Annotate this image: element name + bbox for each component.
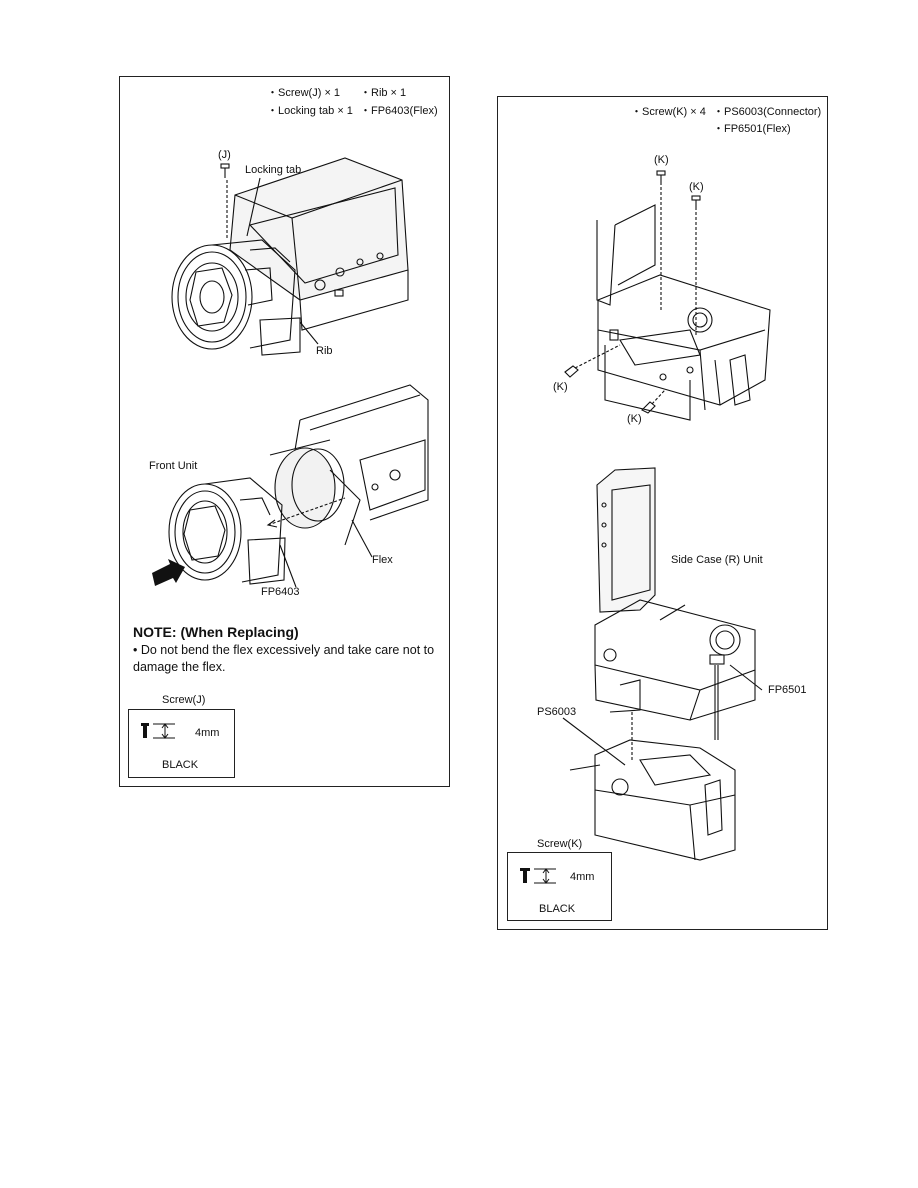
screw-j-spec-title: Screw(J)	[162, 694, 206, 706]
callout-side-case-r-unit: Side Case (R) Unit	[671, 554, 763, 566]
callout-screw-k-4: (K)	[627, 413, 642, 425]
part-locking-tab-count: ・Locking tab × 1	[267, 105, 353, 117]
note-text: • Do not bend the flex excessively and t…	[133, 643, 435, 674]
screw-j-icon	[141, 723, 175, 739]
callout-screw-k-1: (K)	[654, 154, 669, 166]
part-screw-j-count: ・Screw(J) × 1	[267, 87, 341, 99]
screw-k-color: BLACK	[539, 903, 576, 915]
right-instruction-panel	[497, 96, 828, 930]
callout-locking-tab: Locking tab	[245, 164, 302, 176]
screw-k-length: 4mm	[570, 871, 595, 883]
callout-flex: Flex	[372, 554, 393, 566]
callout-fp6403: FP6403	[261, 586, 300, 598]
callout-screw-k-3: (K)	[553, 381, 568, 393]
screw-j-color: BLACK	[162, 759, 199, 771]
part-fp6501-flex: ・FP6501(Flex)	[713, 123, 791, 135]
part-rib-count: ・Rib × 1	[360, 87, 407, 99]
screw-k-spec-box: 4mm BLACK	[507, 852, 612, 921]
screw-j-spec-box: 4mm BLACK	[128, 709, 235, 778]
left-instruction-panel	[119, 76, 450, 787]
callout-ps6003: PS6003	[537, 706, 577, 718]
part-screw-k-count: ・Screw(K) × 4	[631, 106, 706, 118]
callout-screw-j: (J)	[218, 149, 231, 161]
callout-front-unit: Front Unit	[149, 460, 198, 472]
callout-rib: Rib	[316, 345, 333, 357]
part-ps6003-connector: ・PS6003(Connector)	[713, 106, 822, 118]
screw-j-length: 4mm	[195, 727, 220, 739]
callout-fp6501: FP6501	[768, 684, 807, 696]
note-title: NOTE: (When Replacing)	[133, 624, 299, 640]
part-fp6403-flex: ・FP6403(Flex)	[360, 105, 438, 117]
callout-screw-k-2: (K)	[689, 181, 704, 193]
screw-k-spec-title: Screw(K)	[537, 838, 583, 850]
screw-k-icon	[520, 868, 556, 884]
